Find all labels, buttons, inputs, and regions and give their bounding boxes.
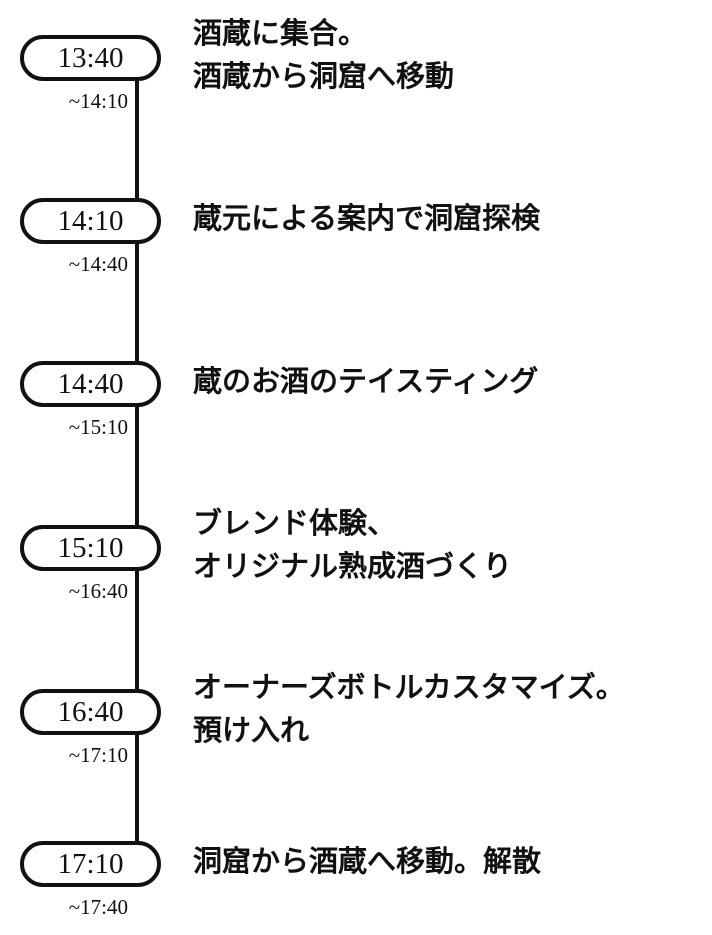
- end-time: ~17:40: [68, 895, 128, 919]
- activity-description: 酒蔵に集合。 酒蔵から洞窟へ移動: [193, 13, 454, 99]
- timeline-line: [135, 70, 139, 850]
- activity-description: 洞窟から酒蔵へ移動。解散: [193, 841, 541, 884]
- timeline-item: 16:40 ~17:10 オーナーズボトルカスタマイズ。 預け入れ: [0, 672, 712, 767]
- start-time-pill: 15:10: [20, 525, 161, 571]
- start-time-pill: 16:40: [20, 689, 161, 735]
- description-line: オーナーズボトルカスタマイズ。: [193, 672, 625, 704]
- activity-description: ブレンド体験、 オリジナル熟成酒づくり: [193, 503, 512, 589]
- end-time: ~15:10: [68, 415, 128, 439]
- description-line: 洞窟から酒蔵へ移動。解散: [193, 846, 542, 878]
- timeline-item: 14:10 ~14:40 蔵元による案内で洞窟探検: [0, 198, 712, 276]
- activity-description: 蔵のお酒のテイスティング: [193, 361, 538, 404]
- timeline-item: 15:10 ~16:40 ブレンド体験、 オリジナル熟成酒づくり: [0, 508, 712, 603]
- timeline-item: 14:40 ~15:10 蔵のお酒のテイスティング: [0, 361, 712, 439]
- description-line: 蔵のお酒のテイスティング: [193, 366, 539, 398]
- description-line: オリジナル熟成酒づくり: [193, 551, 513, 583]
- timeline-item: 17:10 ~17:40 洞窟から酒蔵へ移動。解散: [0, 841, 712, 919]
- description-line: 酒蔵から洞窟へ移動: [193, 61, 455, 93]
- end-time: ~14:40: [68, 252, 128, 276]
- description-line: ブレンド体験、: [193, 508, 397, 540]
- end-time: ~16:40: [68, 579, 128, 603]
- end-time: ~17:10: [68, 743, 128, 767]
- activity-description: 蔵元による案内で洞窟探検: [193, 198, 540, 241]
- end-time: ~14:10: [68, 89, 128, 113]
- timeline-item: 13:40 ~14:10 酒蔵に集合。 酒蔵から洞窟へ移動: [0, 18, 712, 113]
- start-time-pill: 14:10: [20, 198, 161, 244]
- activity-description: オーナーズボトルカスタマイズ。 預け入れ: [193, 667, 625, 753]
- description-line: 酒蔵に集合。: [193, 18, 368, 50]
- start-time-pill: 17:10: [20, 841, 161, 887]
- description-line: 蔵元による案内で洞窟探検: [193, 203, 541, 235]
- description-line: 預け入れ: [193, 715, 310, 747]
- start-time-pill: 14:40: [20, 361, 161, 407]
- start-time-pill: 13:40: [20, 35, 161, 81]
